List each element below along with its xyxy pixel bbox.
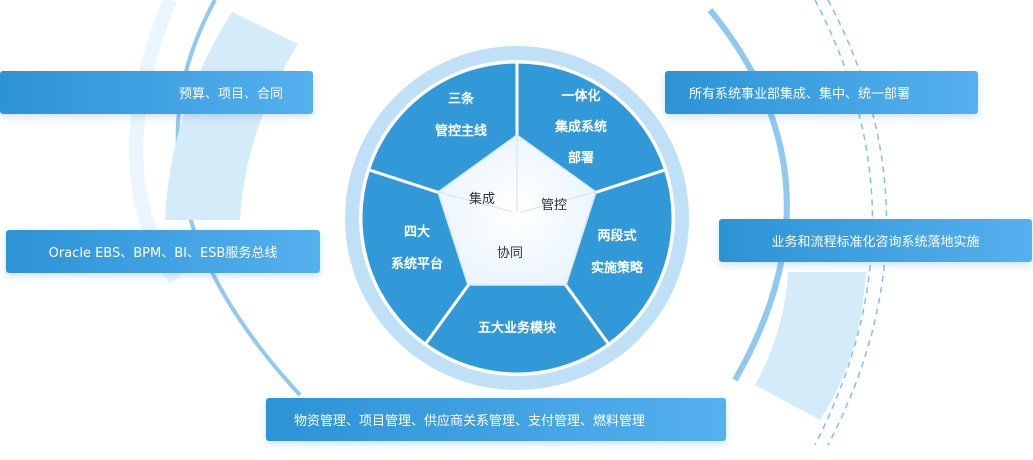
center-guankong: 管控	[541, 198, 567, 213]
label-business-modules-text: 物资管理、项目管理、供应商关系管理、支付管理、燃料管理	[294, 414, 646, 429]
pentagon-divider-2	[437, 191, 514, 213]
center-jicheng: 集成	[469, 191, 495, 207]
segment-5-line2: 系统平台	[391, 256, 443, 272]
segment-1-line1: 三条	[448, 91, 475, 107]
center-xietong: 协同	[497, 246, 523, 261]
label-business-modules: 物资管理、项目管理、供应商关系管理、支付管理、燃料管理	[266, 398, 726, 441]
segment-1-line2: 管控主线	[435, 123, 487, 139]
right-arc-band	[755, 272, 866, 420]
segment-wudayewu	[423, 215, 611, 376]
segment-2-line1: 一体化	[561, 88, 600, 104]
right-arc-thin	[707, 8, 790, 382]
segment-4-line1: 五大业务模块	[478, 320, 557, 336]
label-implementation: 业务和流程标准化咨询系统落地实施	[719, 219, 1032, 262]
label-implementation-text: 业务和流程标准化咨询系统落地实施	[771, 235, 980, 250]
segment-2-line3: 部署	[568, 150, 594, 166]
segment-3-line1: 两段式	[597, 228, 636, 244]
segment-2-line2: 集成系统	[554, 119, 607, 135]
right-arc-dashed-1	[814, 0, 874, 446]
segment-5-line1: 四大	[404, 224, 430, 240]
label-system-platforms-text: Oracle EBS、BPM、BI、ESB服务总线	[48, 246, 278, 261]
pentagon-divider-3	[520, 191, 597, 213]
label-budget-text: 预算、项目、合同	[178, 87, 283, 102]
label-integrated-deployment: 所有系统事业部集成、集中、统一部署	[665, 71, 978, 114]
label-budget-project-contract: 预算、项目、合同	[0, 71, 313, 114]
label-integrated-deployment-text: 所有系统事业部集成、集中、统一部署	[689, 87, 911, 102]
left-arc-band	[165, 12, 298, 220]
label-system-platforms: Oracle EBS、BPM、BI、ESB服务总线	[6, 230, 320, 273]
segment-3-line2: 实施策略	[591, 260, 644, 276]
